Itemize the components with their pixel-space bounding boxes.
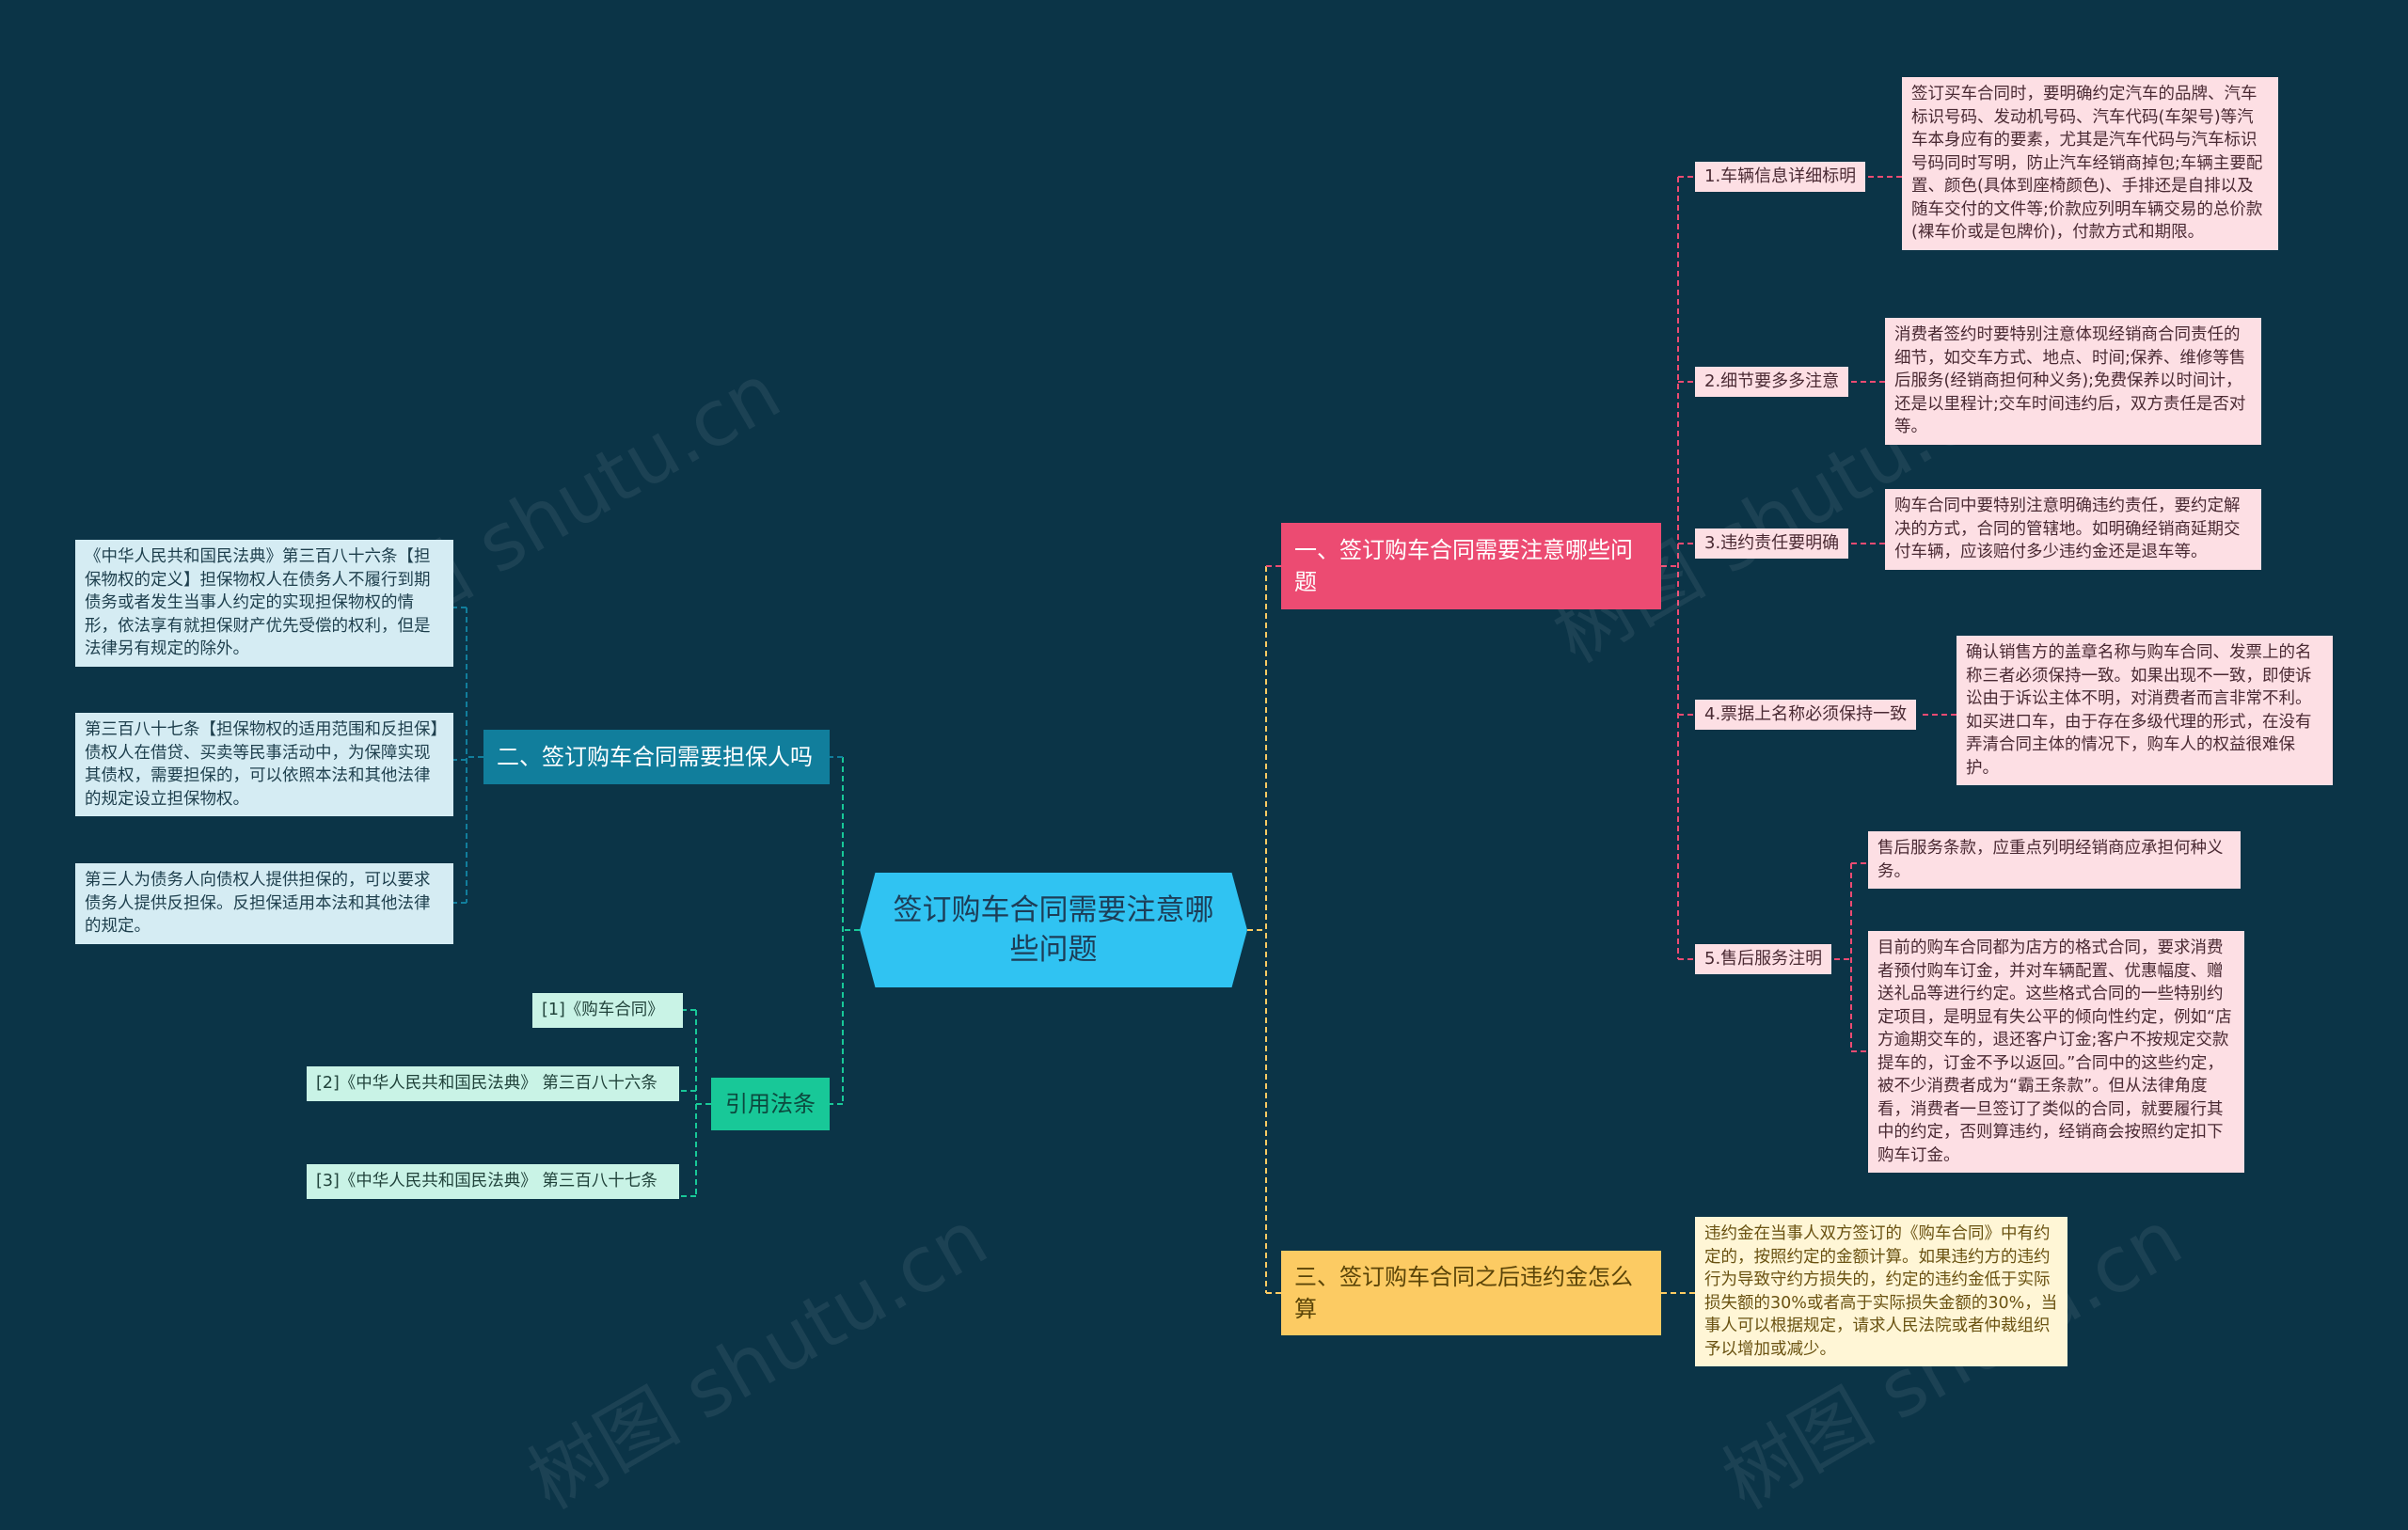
- ref-item[interactable]: [2]《中华人民共和国民法典》 第三百八十六条: [307, 1066, 679, 1101]
- leaf-guarantee-definition: 《中华人民共和国民法典》第三百八十六条【担保物权的定义】担保物权人在债务人不履行…: [75, 540, 453, 667]
- ref-item[interactable]: [1]《购车合同》: [532, 993, 683, 1028]
- branch-three-label: 三、签订购车合同之后违约金怎么算: [1294, 1264, 1633, 1322]
- subtopic-liability[interactable]: 3.违约责任要明确: [1695, 528, 1849, 559]
- subtopic-vehicle-info[interactable]: 1.车辆信息详细标明: [1695, 162, 1866, 192]
- leaf-after-sales-2: 目前的购车合同都为店方的格式合同，要求消费者预付购车订金，并对车辆配置、优惠幅度…: [1868, 931, 2244, 1173]
- ref-item[interactable]: [3]《中华人民共和国民法典》 第三百八十七条: [307, 1164, 679, 1199]
- watermark: 树图 shutu.cn: [514, 1193, 1003, 1527]
- leaf-after-sales-1: 售后服务条款，应重点列明经销商应承担何种义务。: [1868, 831, 2241, 889]
- leaf-penalty-calculation: 违约金在当事人双方签订的《购车合同》中有约定的，按照约定的金额计算。如果违约方的…: [1695, 1217, 2067, 1366]
- subtopic-details[interactable]: 2.细节要多多注意: [1695, 367, 1849, 397]
- branch-refs-topic[interactable]: 引用法条: [711, 1078, 830, 1130]
- branch-three-topic[interactable]: 三、签订购车合同之后违约金怎么算: [1281, 1251, 1661, 1335]
- leaf-guarantee-scope: 第三百八十七条【担保物权的适用范围和反担保】债权人在借贷、买卖等民事活动中，为保…: [75, 713, 453, 816]
- leaf-details: 消费者签约时要特别注意体现经销商合同责任的细节，如交车方式、地点、时间;保养、维…: [1885, 318, 2261, 445]
- connector: [679, 1009, 711, 1197]
- branch-refs-label: 引用法条: [725, 1091, 816, 1117]
- center-topic[interactable]: 签订购车合同需要注意哪些问题: [860, 873, 1247, 987]
- branch-two-topic[interactable]: 二、签订购车合同需要担保人吗: [483, 730, 830, 784]
- leaf-invoice-name: 确认销售方的盖章名称与购车合同、发票上的名称三者必须保持一致。如果出现不一致，即…: [1956, 636, 2333, 785]
- leaf-counter-guarantee: 第三人为债务人向债权人提供担保的，可以要求债务人提供反担保。反担保适用本法和其他…: [75, 863, 453, 944]
- branch-two-label: 二、签订购车合同需要担保人吗: [497, 744, 813, 770]
- subtopic-invoice-name[interactable]: 4.票据上名称必须保持一致: [1695, 700, 1917, 730]
- subtopic-after-sales[interactable]: 5.售后服务注明: [1695, 944, 1832, 974]
- branch-one-label: 一、签订购车合同需要注意哪些问题: [1294, 537, 1633, 595]
- connector: [1834, 862, 1868, 1052]
- connector: [453, 607, 483, 904]
- leaf-vehicle-info: 签订买车合同时，要明确约定汽车的品牌、汽车标识号码、发动机号码、汽车代码(车架号…: [1902, 77, 2278, 250]
- branch-one-topic[interactable]: 一、签订购车合同需要注意哪些问题: [1281, 523, 1661, 609]
- mindmap-canvas: 树图 shutu.cn 树图 shutu.cn 树图 shutu.cn 树图 s…: [75, 77, 2333, 1527]
- leaf-liability: 购车合同中要特别注意明确违约责任，要约定解决的方式，合同的管辖地。如明确经销商延…: [1885, 489, 2261, 570]
